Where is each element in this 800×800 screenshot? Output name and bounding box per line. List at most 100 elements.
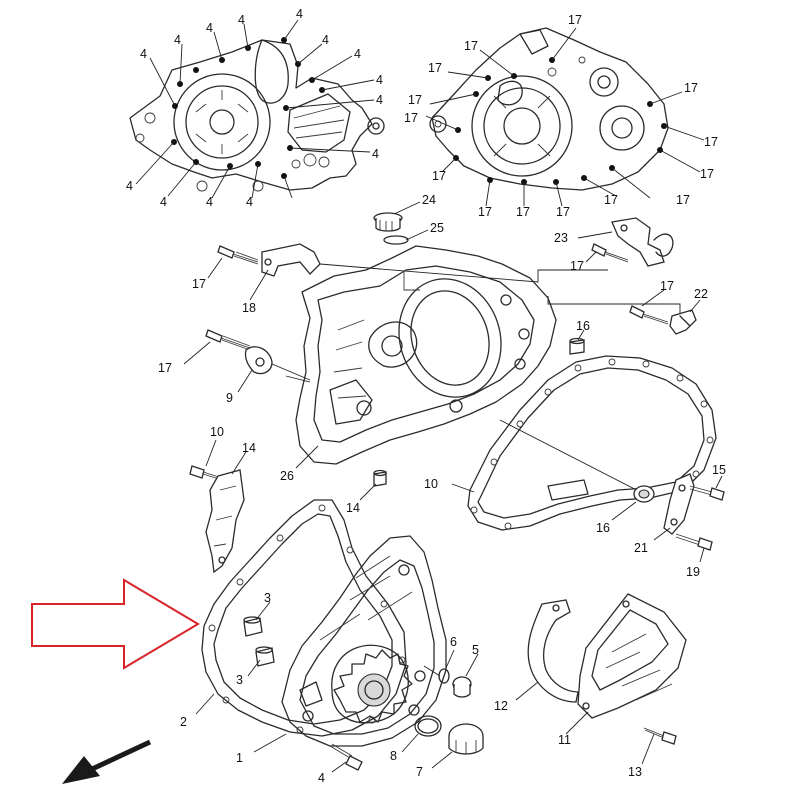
callout-24: 24	[422, 193, 436, 207]
callout-4: 4	[354, 47, 361, 61]
crankcase-right-half: 17 17 17 17 17 17 17 17 17 17 17 17 17 1…	[404, 13, 718, 219]
callout-11: 11	[558, 733, 571, 747]
callout-22: 22	[694, 287, 708, 301]
gasket-2: 2	[180, 499, 407, 737]
bolt-21-bottom: 19	[675, 533, 713, 579]
callout-4: 4	[206, 195, 213, 209]
callout-17: 17	[568, 13, 582, 27]
bolt-17-right-mid: 17	[547, 279, 681, 325]
callout-3: 3	[264, 591, 271, 605]
o-ring-6: 6	[438, 635, 457, 684]
callout-25: 25	[430, 221, 444, 235]
callout-17: 17	[676, 193, 690, 207]
callout-17: 17	[158, 361, 172, 375]
callout-17: 17	[704, 135, 718, 149]
sprocket-cover-11: 11	[558, 593, 687, 747]
crankcase-bolt-dots	[171, 37, 325, 179]
callout-16: 16	[576, 319, 590, 333]
dowel-3-top: 3	[243, 591, 271, 637]
bracket-18: 18	[242, 243, 608, 315]
callout-17: 17	[556, 205, 570, 219]
callout-4: 4	[174, 33, 181, 47]
callout-16: 14	[346, 501, 360, 515]
callout-17: 17	[516, 205, 530, 219]
callout-19: 16	[596, 521, 610, 535]
callout-4: 4	[296, 7, 303, 21]
callout-4: 4	[238, 13, 245, 27]
guide-plate-10: 14	[205, 441, 256, 574]
callout-4: 4	[246, 195, 253, 209]
leader-lines-4	[135, 19, 375, 199]
callout-4: 4	[376, 93, 383, 107]
callout-14: 26	[280, 469, 294, 483]
callout-17: 17	[432, 169, 446, 183]
dowel-16-top: 16	[569, 319, 590, 355]
dowel-3-bottom: 3	[236, 646, 275, 687]
clip-26: 9	[226, 346, 311, 405]
plug-5: 5	[452, 643, 479, 698]
callout-21: 19	[686, 565, 700, 579]
callout-3: 3	[236, 673, 243, 687]
callout-5: 5	[472, 643, 479, 657]
callout-4: 4	[160, 195, 167, 209]
o-ring-8: 8	[390, 715, 442, 763]
callout-17: 17	[428, 61, 442, 75]
callout-17: 17	[192, 277, 206, 291]
bolt-9: 10	[189, 425, 224, 481]
plug-7: 7	[416, 723, 484, 779]
bolt-17-left-top: 17	[192, 245, 259, 291]
callout-17: 17	[570, 259, 584, 273]
callout-17: 17	[408, 93, 422, 107]
callout-9: 10	[210, 425, 224, 439]
callout-17: 17	[478, 205, 492, 219]
callout-7: 7	[416, 765, 423, 779]
bolt-17-left-mid: 17	[158, 329, 251, 375]
callout-20: 21	[634, 541, 648, 555]
leader-lines-17	[425, 27, 705, 207]
red-outline-arrow-icon	[31, 578, 200, 670]
clip-22: 22	[669, 287, 708, 335]
callout-18: 18	[242, 301, 256, 315]
front-direction-arrow-icon	[62, 739, 152, 784]
gasket-15: 10	[424, 355, 717, 531]
bolt-13: 13	[628, 727, 677, 779]
callout-23: 23	[554, 231, 568, 245]
callout-26: 9	[226, 391, 233, 405]
oil-filler-plug: 24 25	[373, 193, 444, 245]
callout-17: 17	[404, 111, 418, 125]
callout-17: 17	[604, 193, 618, 207]
callout-17: 17	[684, 81, 698, 95]
callout-4: 4	[206, 21, 213, 35]
bracket-12: 12	[494, 599, 579, 713]
callout-4: 4	[140, 47, 147, 61]
callout-4: 4	[126, 179, 133, 193]
callout-6: 6	[450, 635, 457, 649]
oil-seal-19: 16	[596, 485, 655, 535]
callout-17: 17	[700, 167, 714, 181]
callout-17: 17	[464, 39, 478, 53]
dowel-16-bottom: 14	[346, 469, 387, 515]
bolt-21-top: 15	[689, 463, 726, 501]
callout-17: 17	[660, 279, 674, 293]
callout-15: 10	[424, 477, 438, 491]
callout-4: 4	[376, 73, 383, 87]
callout-1: 1	[236, 751, 243, 765]
bracket-23: 23	[554, 217, 674, 267]
callout-2: 2	[180, 715, 187, 729]
callout-8: 8	[390, 749, 397, 763]
bracket-20: 21	[634, 473, 695, 555]
callout-4: 4	[318, 771, 325, 785]
callout-13: 13	[628, 765, 642, 779]
right-crankcase-cover: 26	[280, 245, 557, 483]
callout-21: 15	[712, 463, 726, 477]
callout-4: 4	[372, 147, 379, 161]
callout-10: 14	[242, 441, 256, 455]
bolt-17-right-top: 17	[570, 243, 629, 273]
gasket-bolt-holes	[470, 358, 714, 530]
callout-12: 12	[494, 699, 508, 713]
callout-4: 4	[322, 33, 329, 47]
crankcase-left-half: 4 4 4 4 4 4 4 4 4 4 4 4 4 4	[126, 7, 385, 209]
bolt-4-bottom: 4	[318, 743, 363, 785]
left-crankcase-cover: 1	[236, 535, 447, 765]
